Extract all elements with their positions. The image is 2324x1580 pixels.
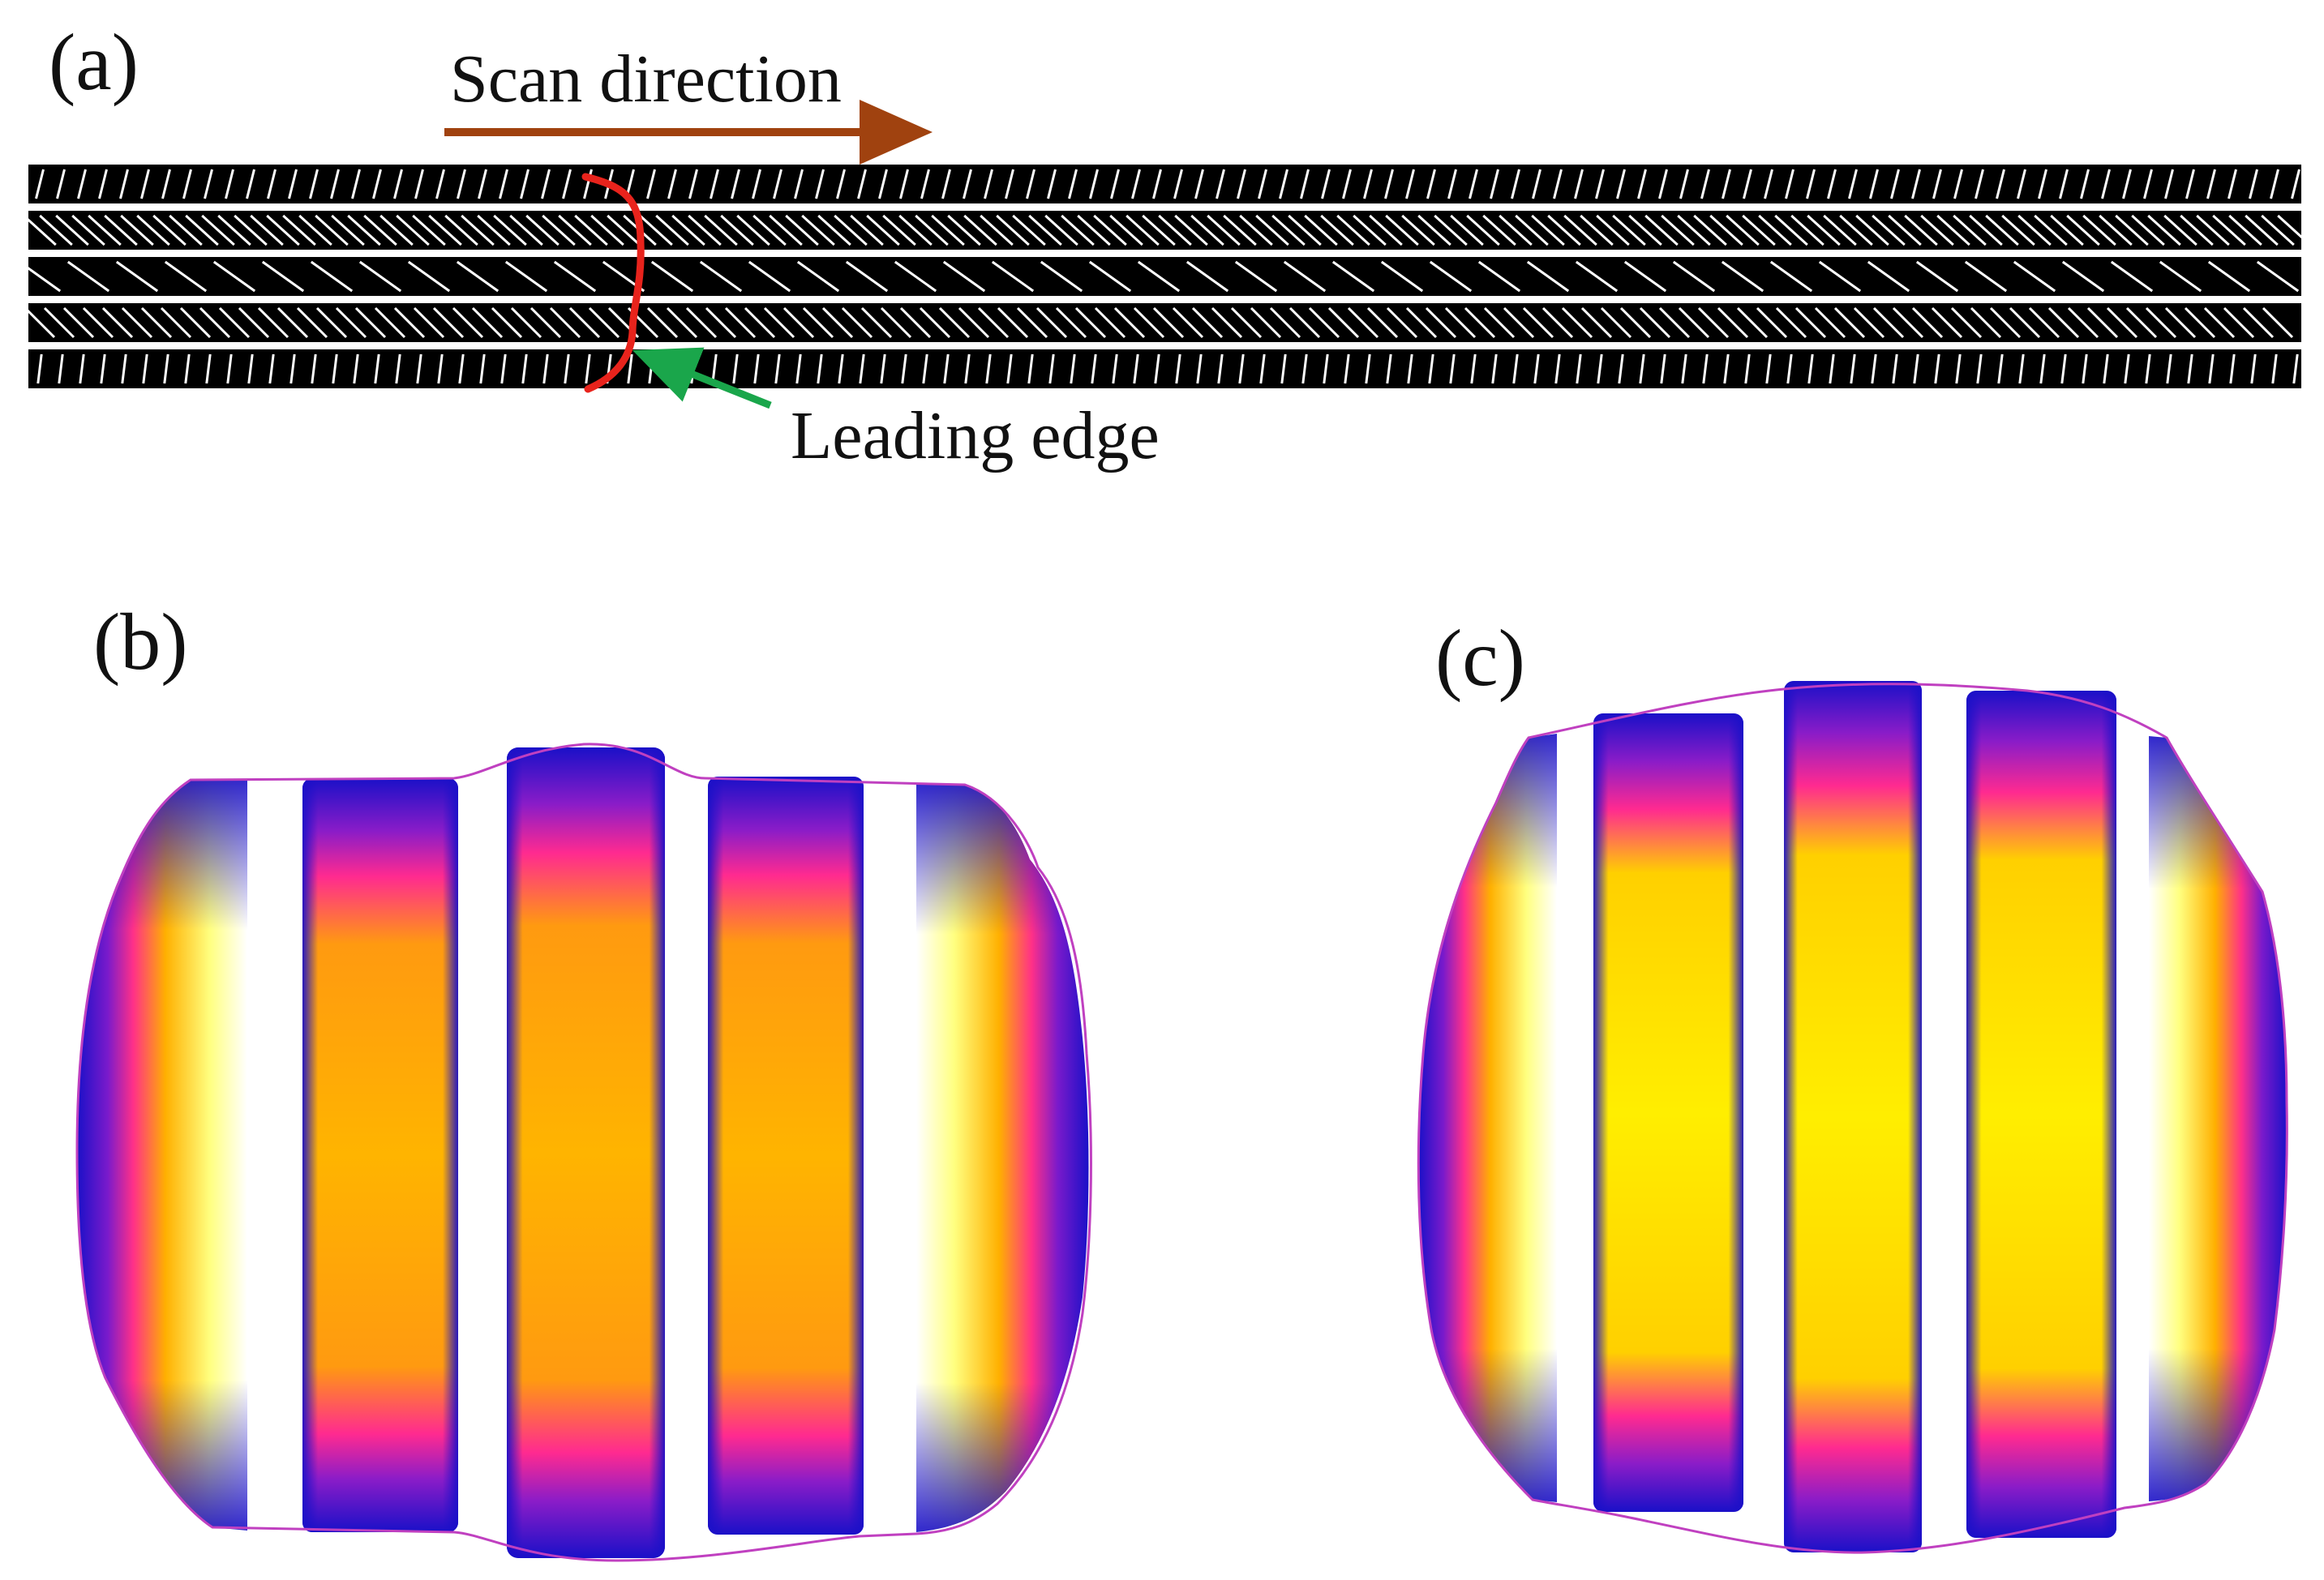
heatmap-b-lobe-left [77, 780, 247, 1531]
track-hatch [24, 306, 2294, 339]
panel-c: (c) [1417, 613, 2288, 1554]
heatmap-c [1417, 681, 2288, 1554]
panel-a: (a) Scan direction Leading edge [18, 17, 2311, 473]
panel-c-label: (c) [1435, 613, 1525, 703]
track-bar [28, 211, 2301, 250]
heatmap-c-lobe-left [1418, 734, 1557, 1502]
track-bar [28, 349, 2301, 388]
heatmap-b-stripe-1 [302, 778, 458, 1532]
heatmap-c-stripe-2 [1784, 681, 1922, 1552]
track-hatch [35, 169, 2300, 199]
leading-edge-arrow [632, 347, 772, 409]
heatmap-b [75, 743, 1092, 1562]
track-hatch [36, 353, 2299, 384]
track-bars [18, 165, 2311, 388]
heatmap-b-stripe-2 [507, 747, 665, 1558]
leading-edge-label: Leading edge [791, 398, 1160, 473]
heatmap-c-lobe-right [2149, 736, 2288, 1501]
melt-front-curve [581, 173, 645, 393]
heatmap-c-stripe-1 [1593, 713, 1743, 1512]
track-bar [28, 165, 2301, 203]
heatmap-b-stripe-3 [708, 777, 864, 1535]
heatmap-c-outline [1417, 683, 2288, 1554]
panel-a-label: (a) [49, 17, 139, 107]
panel-b: (b) [75, 597, 1092, 1562]
track-bar [28, 257, 2301, 296]
track-hatch [18, 260, 2300, 293]
track-hatch [23, 214, 2311, 246]
heatmap-b-lobe-right [916, 785, 1089, 1532]
panel-b-label: (b) [93, 597, 188, 687]
heatmap-c-stripe-3 [1966, 691, 2116, 1538]
heatmap-b-outline [75, 743, 1092, 1562]
scan-direction-label: Scan direction [450, 41, 842, 117]
